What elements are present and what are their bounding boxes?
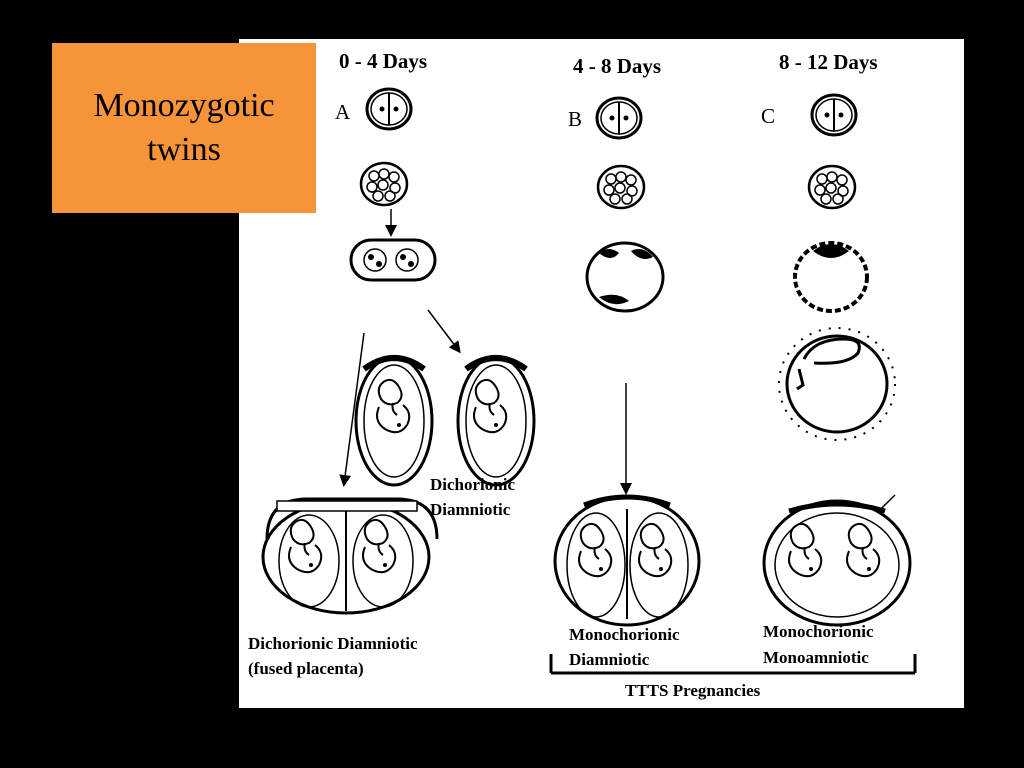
ttts-bracket [549, 654, 917, 675]
slide-title-line-1: Monozygotic [93, 87, 275, 124]
morula-a-shape [359, 161, 409, 207]
zygote-c-shape [810, 93, 858, 137]
monochorionic-diamniotic-shape [553, 494, 701, 627]
morula-b-shape [596, 164, 646, 210]
column-c-time-label: 8 - 12 Days [779, 50, 878, 74]
dichorionic-separate-label-2: Diamniotic [430, 500, 511, 519]
column-a-letter: A [335, 100, 351, 124]
column-c-letter: C [761, 104, 775, 128]
dichorionic-fused-shape [261, 497, 439, 615]
twinning-diagram-svg: 0 - 4 Days 4 - 8 Days 8 - 12 Days A B C [248, 49, 917, 700]
slide-title-box: Monozygotic twins [52, 43, 316, 213]
column-b-letter: B [568, 107, 582, 131]
implanting-embryo-c-shape [778, 327, 896, 441]
zygote-b-shape [595, 96, 643, 140]
dichorionic-separate-label-1: Dichorionic [430, 475, 515, 494]
blastocyst-c-shape [793, 241, 869, 313]
twinning-diagram: 0 - 4 Days 4 - 8 Days 8 - 12 Days A B C [239, 39, 964, 708]
split-embryos-shape [349, 238, 437, 282]
dichorionic-separate-shape [354, 355, 536, 487]
column-a-time-label: 0 - 4 Days [339, 49, 427, 73]
monochorionic-monoamniotic-shape [762, 499, 912, 627]
mono-diamniotic-label-1: Monochorionic [569, 625, 680, 644]
dichorionic-fused-label-2: (fused placenta) [248, 659, 364, 678]
column-b-time-label: 4 - 8 Days [573, 54, 661, 78]
zygote-a-shape [365, 87, 413, 131]
mono-monoamniotic-label-2: Monoamniotic [763, 648, 869, 667]
mono-diamniotic-label-2: Diamniotic [569, 650, 650, 669]
dichorionic-fused-label-1: Dichorionic Diamniotic [248, 634, 418, 653]
morula-c-shape [807, 164, 857, 210]
blastocyst-b-shape [585, 241, 665, 313]
slide-title-line-2: twins [147, 131, 221, 168]
ttts-label: TTTS Pregnancies [625, 681, 761, 700]
mono-monoamniotic-label-1: Monochorionic [763, 622, 874, 641]
